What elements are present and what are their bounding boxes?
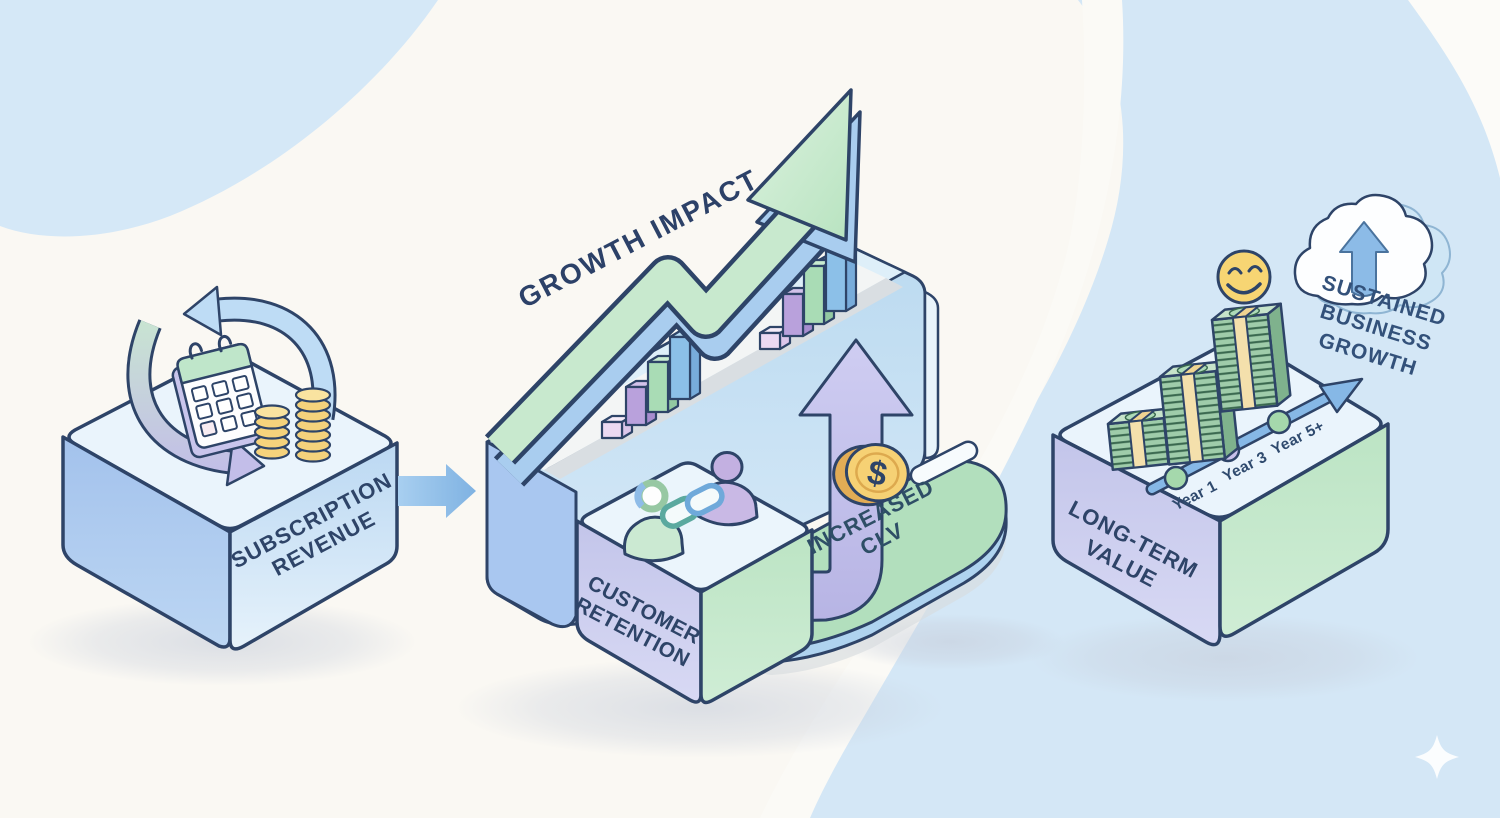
- cloud-up-arrow: [1339, 221, 1389, 297]
- money-stack-icon: [1210, 302, 1292, 413]
- background-ribbon: [760, 0, 1124, 818]
- coin-stack-icon: [253, 387, 332, 463]
- sparkle-icon: [1415, 735, 1459, 779]
- cube-face-right: [699, 528, 814, 705]
- growth-chart-block: $ CUSTOMER RETENTION: [484, 88, 1008, 705]
- up-arrow-icon: [733, 338, 914, 624]
- smiley-icon: [1216, 249, 1272, 305]
- platform-slot: [909, 440, 979, 486]
- shadow: [1030, 614, 1420, 702]
- timeline-dot: [1163, 465, 1189, 491]
- subscription-revenue-block: SUBSCRIPTION REVENUE: [61, 285, 399, 651]
- block-side-edge: [923, 290, 940, 460]
- link-chain-icon: [659, 482, 725, 529]
- background-swoosh-top-left: [0, 0, 438, 237]
- growth-arrow-icon: [484, 88, 862, 487]
- shadow: [455, 658, 945, 758]
- timeline-dot: [1266, 409, 1292, 435]
- flow-arrow-icon: [398, 464, 476, 518]
- cloud-growth-icon: [1293, 193, 1451, 315]
- block-face-left: [485, 440, 578, 629]
- cube-face-right: [1218, 422, 1390, 638]
- person-purple-head: [710, 451, 744, 483]
- cube-face-right: [228, 441, 399, 651]
- cube-face-left: [1051, 433, 1222, 647]
- customer-retention-block: CUSTOMER RETENTION: [571, 451, 814, 705]
- calendar-icon: [171, 335, 268, 459]
- background-corner-top-right: [1408, 0, 1500, 178]
- dollar-coin-icon: $: [832, 443, 910, 507]
- long-term-value-block: Year 1 Year 3 Year 5+: [1051, 302, 1390, 647]
